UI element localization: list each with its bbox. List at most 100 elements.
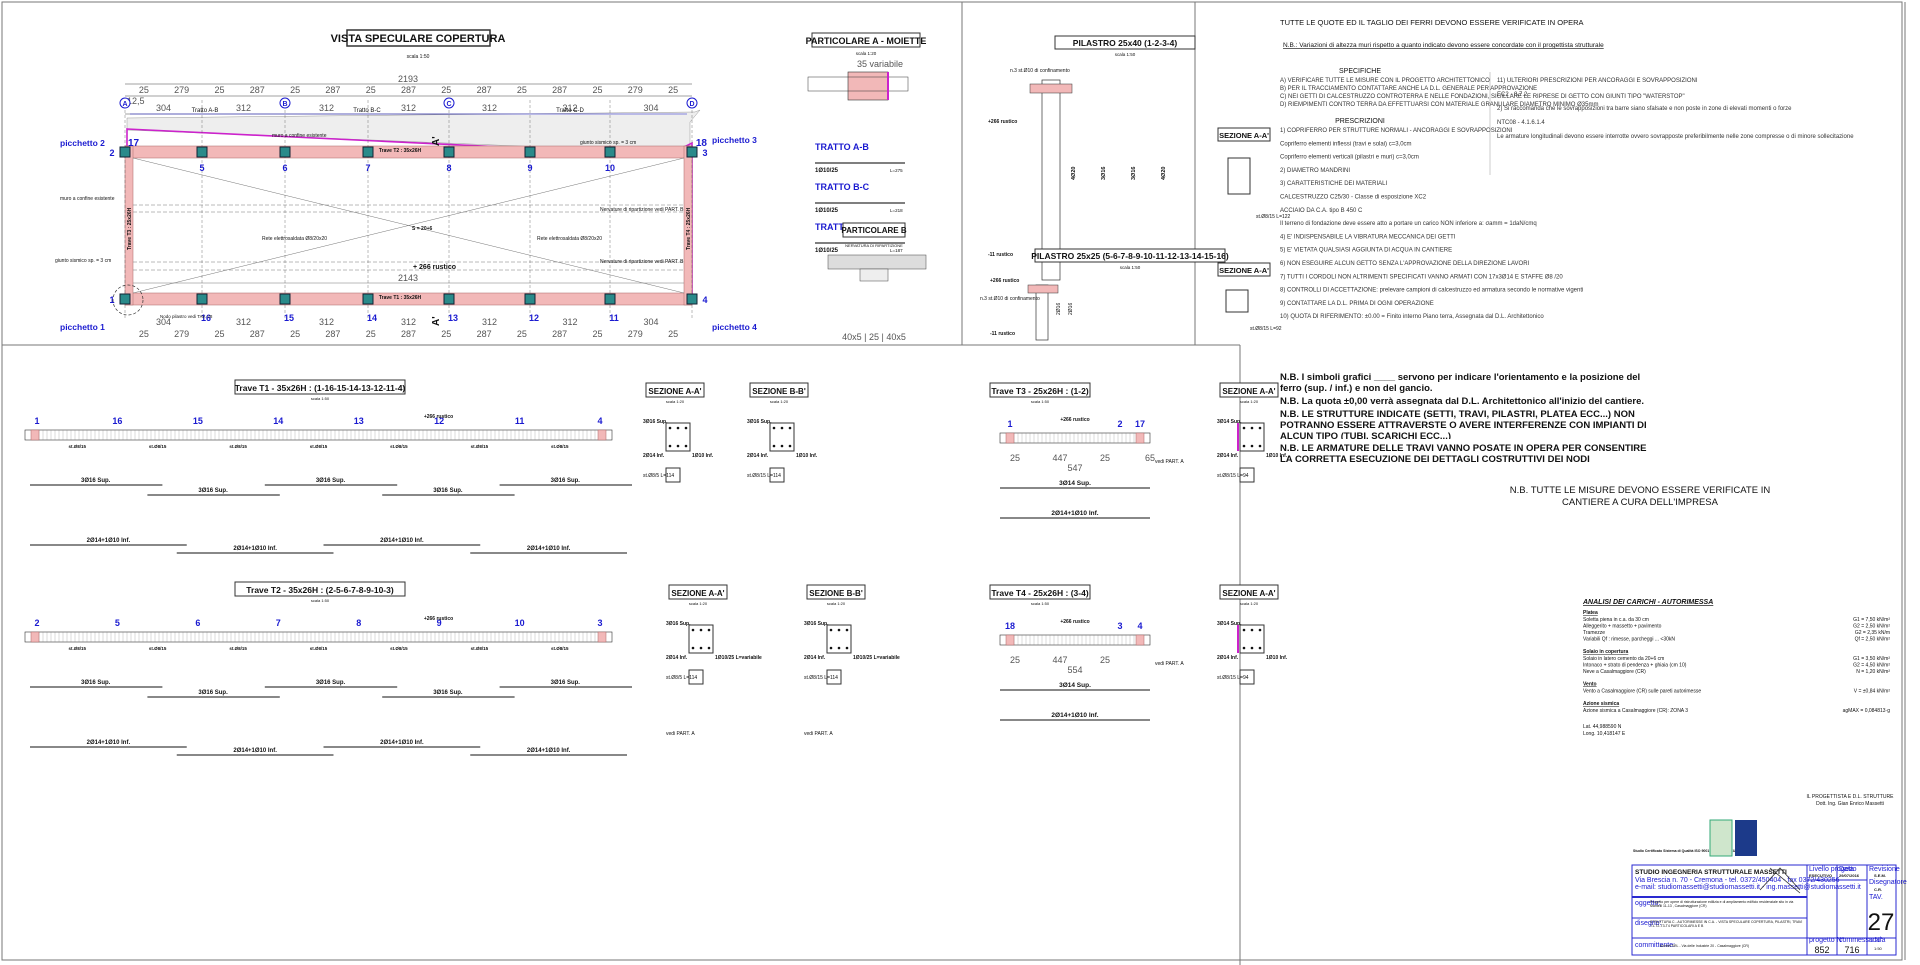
detail-a: PARTICOLARE A - MOIETTE scala 1:20 35 va… [806, 32, 926, 254]
axis-label-C: C [446, 101, 451, 108]
tratto-title: TRATTO B-C [815, 182, 870, 192]
node-label: 5 [199, 163, 204, 173]
section-title: SEZIONE A-A' [1222, 387, 1275, 396]
beam-t3-label: Trave T3 : 25x26H [127, 207, 133, 250]
beam-total: 554 [1067, 665, 1082, 675]
column-marker [604, 146, 616, 158]
bottom-dim: 25 [517, 329, 527, 339]
section-stirrup: st.Ø8/15 L=114 [804, 675, 838, 681]
node-label: 6 [282, 163, 287, 173]
section-ref: vedi PART. A [666, 731, 695, 737]
section-inf: 2Ø14 Inf. [804, 655, 826, 661]
rebar-dot [691, 628, 695, 632]
rebar-dot [684, 444, 688, 448]
rebar-inf-label: 2Ø14+1Ø10 Inf. [380, 740, 424, 746]
section-outline [688, 624, 714, 654]
beam-node-label: 13 [354, 416, 364, 426]
ukas-logo [1735, 820, 1757, 856]
column1-base: -11 rustico [988, 252, 1013, 258]
aja-logo [1709, 819, 1733, 857]
rib-label-1: Nervature di ripartizione vedi PART. B [600, 207, 684, 213]
section-stirrup: st.Ø8/5 L=114 [643, 473, 674, 479]
plan-joint-label-left: giunto sismico sp. = 3 cm [55, 258, 111, 264]
top-dim: 25 [441, 85, 451, 95]
axis-dim: 304 [643, 103, 658, 113]
mesh-label-2: Rete elettrosaldata Ø8/20x20 [537, 236, 602, 242]
plan-wall-label-left: muro a confine esistente [60, 196, 115, 202]
column-25x40: PILASTRO 25x40 (1-2-3-4) scala 1:50 n.3 … [988, 35, 1291, 281]
section-inf: 2Ø14 Inf. [1217, 655, 1239, 661]
detail-b: PARTICOLARE B NERVATURA DI RIPARTIZIONE … [827, 222, 927, 342]
section-sup: 3Ø14 Sup. [1217, 419, 1242, 425]
beam-node-label: 1 [34, 416, 39, 426]
bold-note-wrap: N.B. I simboli grafici ____ servono per … [1280, 372, 1640, 394]
bottom-dim: 279 [174, 329, 189, 339]
load-value: G1 = 7,50 kN/m² [1853, 617, 1890, 623]
oggetto-value: Progetto per opere di ristrutturazione e… [1650, 900, 1794, 908]
axis-dim: 312 [482, 103, 497, 113]
picchetto-2: picchetto 2 [60, 138, 105, 148]
column-marker [196, 146, 208, 158]
axis-bubble [443, 97, 455, 109]
node-label: 7 [365, 163, 370, 173]
column1-section-title: SEZIONE A-A' [1219, 131, 1269, 140]
column-marker [686, 293, 698, 305]
commessa-value: 716 [1844, 945, 1859, 955]
section-title-box [749, 382, 809, 398]
section-title-box [668, 584, 728, 600]
beam-node-label: 9 [437, 618, 442, 628]
top-dim: 287 [477, 85, 492, 95]
section-title: SEZIONE B-B' [809, 589, 863, 598]
beam-node-label: 2 [1117, 419, 1122, 429]
beam-elevation [999, 432, 1151, 444]
beam-title: Trave T1 - 35x26H : (1-16-15-14-13-12-11… [235, 383, 406, 393]
top-dim: 279 [174, 85, 189, 95]
node-label: 4 [702, 295, 707, 305]
rebar-sup-label: 3Ø16 Sup. [551, 478, 581, 484]
section-sup: 3Ø16 Sup. [666, 621, 691, 627]
rebar-sup-label: 3Ø16 Sup. [316, 478, 346, 484]
beam-dim: 25 [1010, 655, 1020, 665]
column-marker [279, 146, 291, 158]
beam-dim: 25 [1100, 453, 1110, 463]
node-17: 17 [128, 138, 140, 149]
section-stirrup: st.Ø8/15 L=114 [747, 473, 781, 479]
side-note: 11) ULTERIORI PRESCRIZIONI PER ANCORAGGI… [1497, 78, 1698, 84]
plan-total-dim: 2193 [398, 74, 418, 84]
column-marker [119, 293, 131, 305]
load-value: Qf = 2,50 kN/m² [1855, 637, 1891, 643]
beam-dim: 25 [1100, 655, 1110, 665]
presc-item: Il terreno di fondazione deve essere att… [1280, 221, 1537, 227]
node-18: 18 [696, 138, 708, 149]
drawer-label: Disegnatore [1869, 879, 1907, 886]
rib-label-2: Nervature di ripartizione vedi PART. B [600, 259, 684, 265]
column2-bars-2: 2Ø16 [1068, 303, 1074, 315]
beam-title: Trave T4 - 25x26H : (3-4) [991, 588, 1088, 598]
node-label: 14 [367, 313, 377, 323]
axis-label-D: D [689, 101, 694, 108]
column-marker [604, 293, 616, 305]
progetto-value: 852 [1814, 945, 1829, 955]
rebar-sup-label: 3Ø16 Sup. [198, 488, 228, 494]
beam-title-box [234, 581, 406, 597]
node-label: 1 [109, 295, 114, 305]
load-group: Vento [1583, 682, 1597, 688]
side-note: NTC08 - 4.1.6.1.4 [1497, 120, 1545, 126]
section-outline [1239, 624, 1265, 654]
beam-node-label: 2 [34, 618, 39, 628]
presc-item: 10) QUOTA DI RIFERIMENTO: ±0.00 = Finito… [1280, 314, 1544, 320]
section-inf: 2Ø14 Inf. [643, 453, 665, 459]
top-dim: 25 [517, 85, 527, 95]
axis-dim: 304 [156, 103, 171, 113]
beam-node-label: 10 [515, 618, 525, 628]
beam-node-label: 4 [1137, 621, 1142, 631]
node-detail-label: Nodo pilastro vedi TAV. 28 [160, 314, 213, 319]
loads-title: ANALISI DEI CARICHI - AUTORIMESSA [1582, 599, 1713, 606]
rebar-dot [788, 444, 792, 448]
tratto-length: L=187 [890, 248, 903, 253]
stirrup-label: st.Ø8/15 [471, 646, 489, 651]
load-desc: Alleggerito + massetto + pavimento [1583, 624, 1662, 630]
rebar-dot [1242, 646, 1246, 650]
